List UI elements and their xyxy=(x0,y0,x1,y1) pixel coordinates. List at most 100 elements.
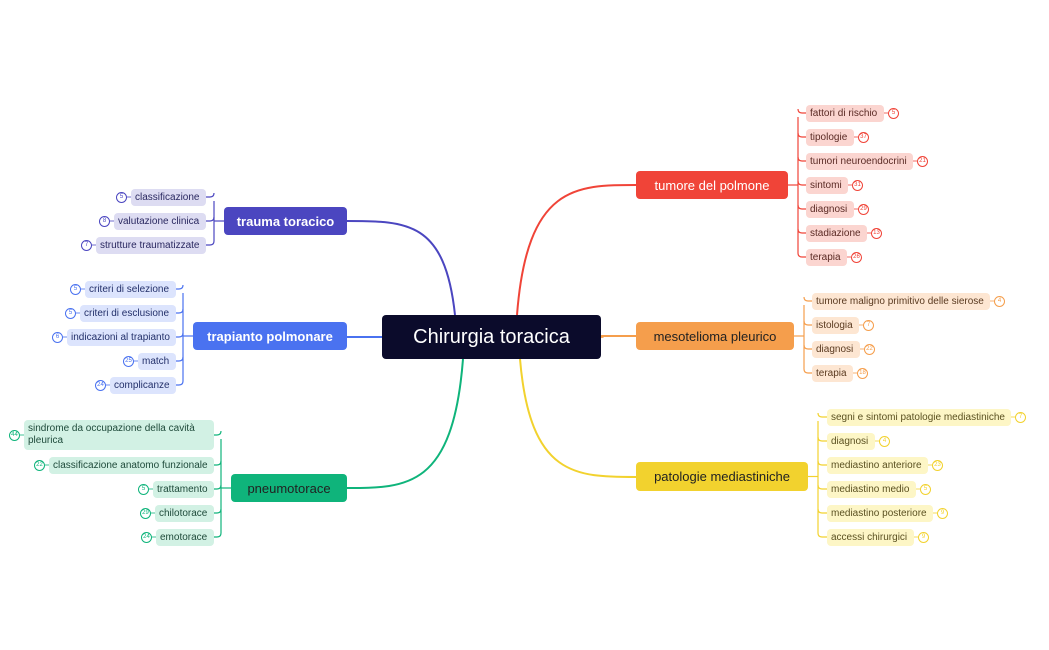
trauma-branch-line xyxy=(346,220,456,316)
subtopic-medias-1[interactable]: diagnosi xyxy=(827,432,875,450)
count-badge[interactable]: 5 xyxy=(888,107,899,119)
trauma-child-line xyxy=(206,192,215,198)
subtopic-pneumo-1[interactable]: classificazione anatomo funzionale xyxy=(49,456,214,474)
count-badge[interactable]: 21 xyxy=(917,155,928,167)
count-badge[interactable]: 29 xyxy=(140,507,151,519)
tumore-child-line xyxy=(797,204,806,210)
count-badge[interactable]: 25 xyxy=(123,355,134,367)
tumore-branch-line xyxy=(516,184,637,316)
count-badge[interactable]: 7 xyxy=(863,319,874,331)
count-badge[interactable]: 5 xyxy=(65,307,76,319)
topic-medias[interactable]: patologie mediastiniche xyxy=(636,462,808,491)
subtopic-tumore-5[interactable]: stadiazione xyxy=(806,224,867,242)
subtopic-tumore-2[interactable]: tumori neuroendocrini xyxy=(806,152,913,170)
count-badge[interactable]: 24 xyxy=(95,379,106,391)
count-badge[interactable]: 5 xyxy=(138,483,149,495)
pneumo-child-line xyxy=(214,460,222,466)
pneumo-branch-line xyxy=(346,358,464,489)
count-badge[interactable]: 9 xyxy=(918,531,929,543)
subtopic-trapianto-4[interactable]: complicanze xyxy=(110,376,176,394)
count-badge[interactable]: 9 xyxy=(937,507,948,519)
trauma-child-line xyxy=(206,216,215,222)
topic-trauma[interactable]: trauma toracico xyxy=(224,207,347,235)
subtopic-medias-5[interactable]: accessi chirurgici xyxy=(827,528,914,546)
medias-child-line xyxy=(817,460,827,466)
pneumo-child-line xyxy=(214,508,222,514)
trapianto-child-line xyxy=(176,308,184,314)
subtopic-tumore-6[interactable]: terapia xyxy=(806,248,847,266)
subtopic-tumore-1[interactable]: tipologie xyxy=(806,128,854,146)
count-badge[interactable]: 31 xyxy=(852,179,863,191)
subtopic-medias-0[interactable]: segni e sintomi patologie mediastiniche xyxy=(827,408,1011,426)
trapianto-child-line xyxy=(176,380,184,386)
subtopic-trapianto-1[interactable]: criteri di esclusione xyxy=(80,304,176,322)
tumore-child-line xyxy=(797,228,806,234)
tumore-child-line xyxy=(797,180,806,186)
count-badge[interactable]: 7 xyxy=(1015,411,1026,423)
tumore-child-line xyxy=(797,108,806,114)
subtopic-meso-3[interactable]: terapia xyxy=(812,364,853,382)
trapianto-child-line xyxy=(176,284,184,290)
topic-tumore[interactable]: tumore del polmone xyxy=(636,171,788,199)
count-badge[interactable]: 4 xyxy=(994,295,1005,307)
count-badge[interactable]: 23 xyxy=(932,459,943,471)
count-badge[interactable]: 6 xyxy=(52,331,63,343)
medias-branch-line xyxy=(519,358,637,478)
count-badge[interactable]: 26 xyxy=(851,251,862,263)
subtopic-trauma-0[interactable]: classificazione xyxy=(131,188,206,206)
subtopic-medias-3[interactable]: mediastino medio xyxy=(827,480,916,498)
trapianto-child-line xyxy=(176,332,184,338)
subtopic-meso-2[interactable]: diagnosi xyxy=(812,340,860,358)
subtopic-medias-4[interactable]: mediastino posteriore xyxy=(827,504,933,522)
pneumo-child-line xyxy=(214,532,222,538)
subtopic-trapianto-0[interactable]: criteri di selezione xyxy=(85,280,176,298)
count-badge[interactable]: 22 xyxy=(864,343,875,355)
tumore-child-line xyxy=(797,252,806,258)
subtopic-pneumo-2[interactable]: trattamento xyxy=(153,480,214,498)
medias-child-line xyxy=(817,412,827,418)
subtopic-tumore-0[interactable]: fattori di rischio xyxy=(806,104,884,122)
count-badge[interactable]: 29 xyxy=(858,203,869,215)
meso-child-line xyxy=(803,320,812,326)
subtopic-medias-2[interactable]: mediastino anteriore xyxy=(827,456,928,474)
topic-pneumo[interactable]: pneumotorace xyxy=(231,474,347,502)
meso-child-line xyxy=(803,368,812,374)
subtopic-pneumo-4[interactable]: emotorace xyxy=(156,528,214,546)
subtopic-tumore-3[interactable]: sintomi xyxy=(806,176,848,194)
meso-child-line xyxy=(803,296,812,302)
subtopic-trauma-2[interactable]: strutture traumatizzate xyxy=(96,236,206,254)
medias-child-line xyxy=(817,532,827,538)
count-badge[interactable]: 13 xyxy=(871,227,882,239)
subtopic-trauma-1[interactable]: valutazione clinica xyxy=(114,212,206,230)
topic-trapianto[interactable]: trapianto polmonare xyxy=(193,322,347,350)
count-badge[interactable]: 4 xyxy=(879,435,890,447)
trauma-child-line xyxy=(206,240,215,246)
topic-meso[interactable]: mesotelioma pleurico xyxy=(636,322,794,350)
pneumo-child-line xyxy=(214,430,222,436)
medias-child-line xyxy=(817,484,827,490)
subtopic-tumore-4[interactable]: diagnosi xyxy=(806,200,854,218)
subtopic-pneumo-3[interactable]: chilotorace xyxy=(155,504,214,522)
subtopic-trapianto-3[interactable]: match xyxy=(138,352,176,370)
count-badge[interactable]: 18 xyxy=(857,367,868,379)
count-badge[interactable]: 22 xyxy=(34,459,45,471)
count-badge[interactable]: 44 xyxy=(9,429,20,441)
tumore-child-line xyxy=(797,132,806,138)
count-badge[interactable]: 24 xyxy=(141,531,152,543)
meso-child-line xyxy=(803,344,812,350)
count-badge[interactable]: 7 xyxy=(81,239,92,251)
trapianto-child-line xyxy=(176,356,184,362)
central-topic[interactable]: Chirurgia toracica xyxy=(382,315,601,359)
count-badge[interactable]: 5 xyxy=(920,483,931,495)
meso-branch-line xyxy=(598,335,637,338)
pneumo-child-line xyxy=(214,484,222,490)
subtopic-trapianto-2[interactable]: indicazioni al trapianto xyxy=(67,328,176,346)
subtopic-meso-0[interactable]: tumore maligno primitivo delle sierose xyxy=(812,292,990,310)
subtopic-pneumo-0[interactable]: sindrome da occupazione della cavità ple… xyxy=(24,420,214,450)
count-badge[interactable]: 5 xyxy=(70,283,81,295)
count-badge[interactable]: 5 xyxy=(116,191,127,203)
subtopic-meso-1[interactable]: istologia xyxy=(812,316,859,334)
tumore-child-line xyxy=(797,156,806,162)
count-badge[interactable]: 8 xyxy=(99,215,110,227)
count-badge[interactable]: 37 xyxy=(858,131,869,143)
